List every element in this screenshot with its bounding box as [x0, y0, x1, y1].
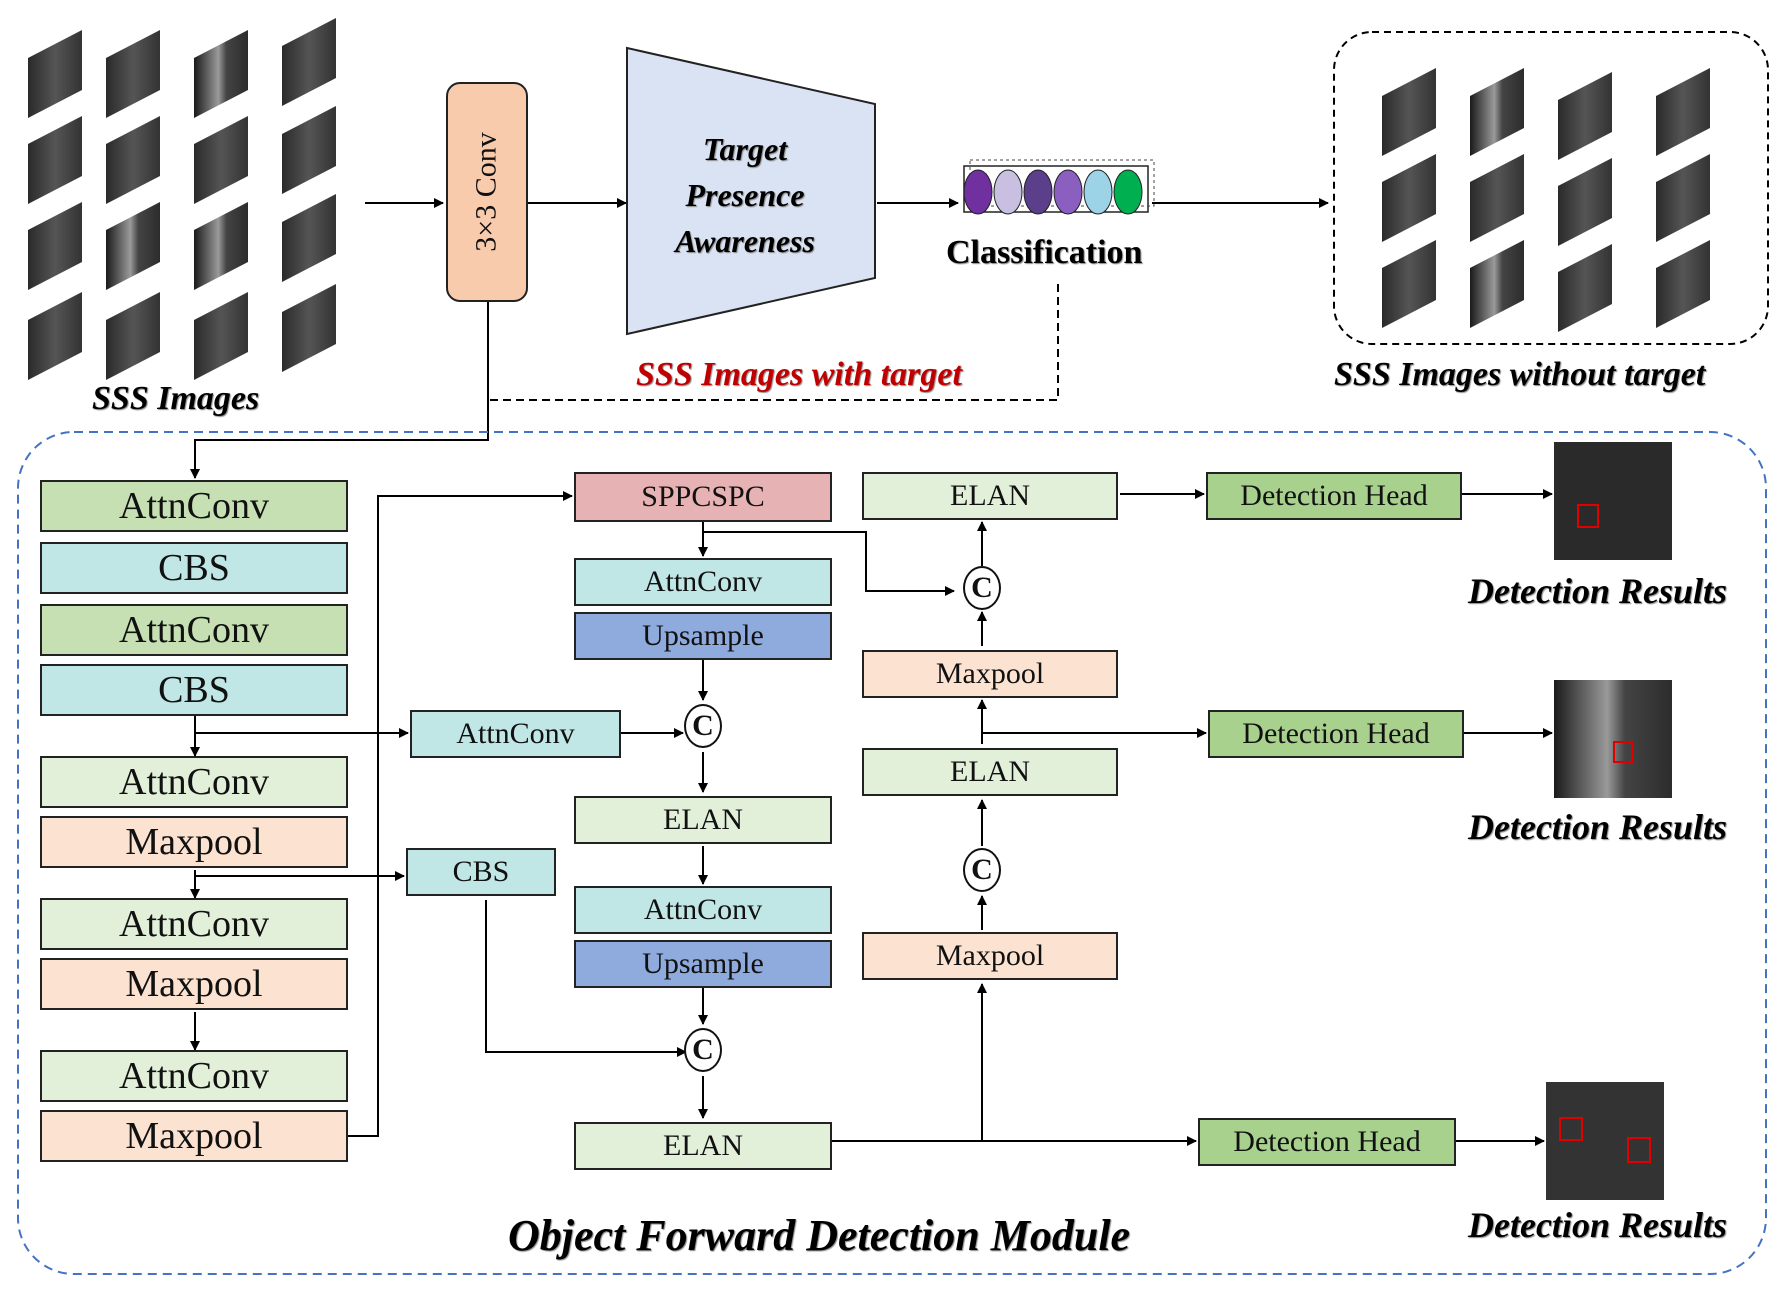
result-bbox-1 — [1577, 504, 1599, 528]
concat-node-4: C — [963, 566, 1001, 610]
classification-vector — [963, 159, 1155, 215]
neck-elan-top: ELAN — [862, 472, 1118, 520]
tpa-label: Target Presence Awareness — [675, 131, 815, 259]
detection-head-3: Detection Head — [1198, 1118, 1456, 1166]
neck-maxpool-high: Maxpool — [862, 650, 1118, 698]
backbone-maxpool-3: Maxpool — [40, 1110, 348, 1162]
backbone-attnconv-1: AttnConv — [40, 480, 348, 532]
neck-attnconv-1: AttnConv — [574, 558, 832, 606]
detection-result-images — [1546, 442, 1672, 1200]
neck-upsample-1: Upsample — [574, 612, 832, 660]
neck-elan-1: ELAN — [574, 796, 832, 844]
sss-images-label: SSS Images — [92, 380, 260, 417]
neck-cbs-side: CBS — [406, 848, 556, 896]
detection-head-2: Detection Head — [1208, 710, 1464, 758]
result-bbox-3b — [1627, 1137, 1651, 1163]
module-arrows — [190, 489, 1553, 1146]
backbone-attnconv-2: AttnConv — [40, 604, 348, 656]
neck-upsample-2: Upsample — [574, 940, 832, 988]
backbone-cbs-1: CBS — [40, 542, 348, 594]
neck-elan-mid: ELAN — [862, 748, 1118, 796]
with-target-label: SSS Images with target — [636, 356, 962, 393]
backbone-attnconv-5: AttnConv — [40, 1050, 348, 1102]
sss-input-thumbnails — [28, 18, 336, 380]
neck-attnconv-2: AttnConv — [574, 886, 832, 934]
concat-node-3: C — [963, 848, 1001, 892]
top-pipeline-arrows — [190, 198, 1329, 479]
detection-head-1: Detection Head — [1206, 472, 1462, 520]
neck-elan-2: ELAN — [574, 1122, 832, 1170]
backbone-attnconv-3: AttnConv — [40, 756, 348, 808]
backbone-maxpool-1: Maxpool — [40, 816, 348, 868]
with-target-dashed-route — [488, 284, 1059, 401]
conv3x3-label: 3×3 Conv — [470, 132, 503, 252]
detection-results-label-3: Detection Results — [1468, 1205, 1727, 1245]
concat-node-2: C — [684, 1028, 722, 1072]
backbone-attnconv-4: AttnConv — [40, 898, 348, 950]
module-dashed-frame — [17, 431, 1767, 1275]
concat-node-1: C — [684, 704, 722, 748]
neck-sppcspc: SPPCSPC — [574, 472, 832, 522]
without-target-label: SSS Images without target — [1334, 356, 1706, 393]
output-dashed-frame — [1333, 31, 1769, 345]
result-image-1 — [1554, 442, 1672, 560]
classification-label: Classification — [946, 234, 1143, 271]
sss-output-thumbnails — [1382, 68, 1710, 332]
neck-maxpool-low: Maxpool — [862, 932, 1118, 980]
backbone-maxpool-2: Maxpool — [40, 958, 348, 1010]
target-presence-awareness-block — [626, 46, 876, 336]
result-bbox-2 — [1613, 741, 1633, 763]
detection-results-label-1: Detection Results — [1468, 571, 1727, 611]
result-bbox-3a — [1559, 1117, 1583, 1141]
result-image-2 — [1554, 680, 1672, 798]
backbone-cbs-2: CBS — [40, 664, 348, 716]
conv3x3-block: 3×3 Conv — [446, 82, 528, 302]
module-title: Object Forward Detection Module — [508, 1211, 1131, 1260]
neck-attnconv-side: AttnConv — [410, 710, 621, 758]
detection-results-label-2: Detection Results — [1468, 807, 1727, 847]
